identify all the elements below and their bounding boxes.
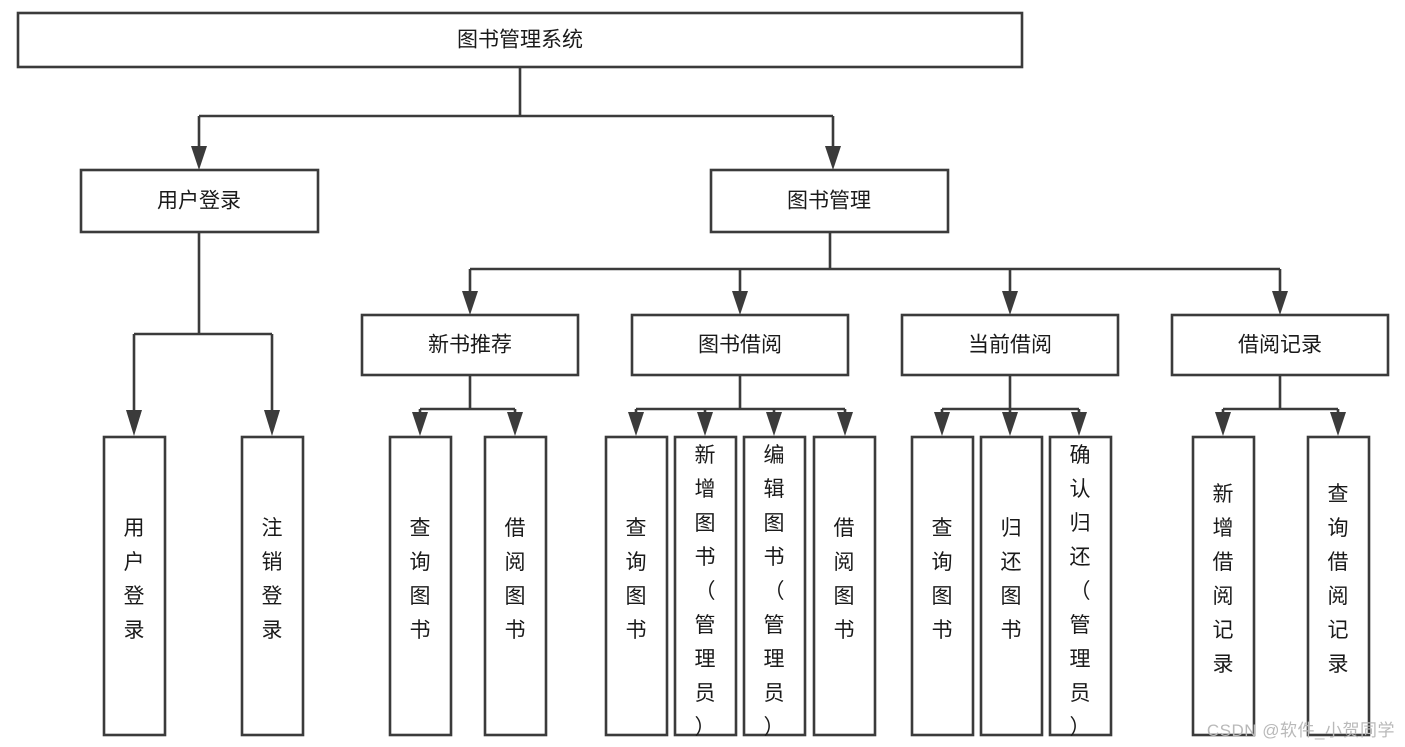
node-book-borrow-label: 图书借阅 <box>698 334 782 357</box>
arrow-head-user-login <box>191 146 207 170</box>
leaf-return-book[interactable]: 归还图书 <box>979 435 1044 737</box>
leaf-confirm-return-label: 确认归还（管理员） <box>1070 444 1091 739</box>
node-root-box[interactable] <box>16 11 1024 69</box>
leaf-borrow-book-1-box[interactable] <box>483 435 548 737</box>
leaf-confirm-return[interactable]: 确认归还（管理员） <box>1048 435 1113 739</box>
leaf-query-book-3[interactable]: 查询图书 <box>910 435 975 737</box>
node-current-borrow[interactable]: 当前借阅 <box>900 313 1120 377</box>
leaf-borrow-book-2[interactable]: 借阅图书 <box>812 435 877 737</box>
leaf-query-book-2-label: 查询图书 <box>626 517 647 642</box>
node-new-book-recommend-box[interactable] <box>360 313 580 377</box>
leaf-query-book-1[interactable]: 查询图书 <box>388 435 453 737</box>
node-user-login-box[interactable] <box>79 168 320 234</box>
arrow-head-leaf-edit-book <box>766 412 782 436</box>
leaf-edit-book[interactable]: 编辑图书（管理员） <box>742 435 807 739</box>
arrow-head-leaf-add-record <box>1215 412 1231 436</box>
leaf-query-book-1-box[interactable] <box>388 435 453 737</box>
leaf-query-record[interactable]: 查询借阅记录 <box>1306 435 1371 737</box>
node-user-login-label: 用户登录 <box>157 190 241 213</box>
leaf-query-record-box[interactable] <box>1306 435 1371 737</box>
arrow-head-leaf-return-book <box>1002 412 1018 436</box>
node-borrow-record[interactable]: 借阅记录 <box>1170 313 1390 377</box>
node-book-management-box[interactable] <box>709 168 950 234</box>
arrow-head-leaf-confirm-return <box>1071 412 1087 436</box>
arrow-head-book-management <box>825 146 841 170</box>
leaf-add-book[interactable]: 新增图书（管理员） <box>673 435 738 739</box>
node-current-borrow-box[interactable] <box>900 313 1120 377</box>
arrow-head-leaf-user-login <box>126 410 142 436</box>
arrow-head-leaf-query-book-1 <box>412 412 428 436</box>
leaf-logout-login-label: 注销登录 <box>262 517 283 642</box>
node-book-management[interactable]: 图书管理 <box>709 168 950 234</box>
leaf-add-record-label: 新增借阅记录 <box>1213 483 1234 676</box>
leaf-add-record-box[interactable] <box>1191 435 1256 737</box>
arrow-head-leaf-query-book-3 <box>934 412 950 436</box>
leaf-return-book-label: 归还图书 <box>1001 517 1022 642</box>
leaf-edit-book-label: 编辑图书（管理员） <box>764 444 785 739</box>
leaf-query-book-2-box[interactable] <box>604 435 669 737</box>
arrow-head-current-borrow <box>1002 291 1018 315</box>
arrow-head-leaf-query-record <box>1330 412 1346 436</box>
leaf-add-record[interactable]: 新增借阅记录 <box>1191 435 1256 737</box>
leaf-user-login-box[interactable] <box>102 435 167 737</box>
leaf-query-book-2[interactable]: 查询图书 <box>604 435 669 737</box>
node-root[interactable]: 图书管理系统 <box>16 11 1024 69</box>
leaf-query-book-3-label: 查询图书 <box>932 517 953 642</box>
leaf-query-book-3-box[interactable] <box>910 435 975 737</box>
node-borrow-record-box[interactable] <box>1170 313 1390 377</box>
node-new-book-recommend-label: 新书推荐 <box>428 334 512 357</box>
arrow-head-leaf-logout-login <box>264 410 280 436</box>
arrow-head-new-book-recommend <box>462 291 478 315</box>
leaf-confirm-return-box[interactable] <box>1048 435 1113 737</box>
leaf-add-book-label: 新增图书（管理员） <box>695 444 716 739</box>
leaf-logout-login-box[interactable] <box>240 435 305 737</box>
node-book-management-label: 图书管理 <box>787 190 871 213</box>
arrow-head-leaf-query-book-2 <box>628 412 644 436</box>
node-current-borrow-label: 当前借阅 <box>968 334 1052 357</box>
arrow-head-leaf-borrow-book-1 <box>507 412 523 436</box>
arrow-head-borrow-record <box>1272 291 1288 315</box>
connector-layer <box>126 67 1346 436</box>
node-new-book-recommend[interactable]: 新书推荐 <box>360 313 580 377</box>
leaf-edit-book-box[interactable] <box>742 435 807 737</box>
arrow-head-leaf-borrow-book-2 <box>837 412 853 436</box>
node-book-borrow-box[interactable] <box>630 313 850 377</box>
leaf-logout-login[interactable]: 注销登录 <box>240 435 305 737</box>
leaf-user-login-label: 用户登录 <box>124 517 145 642</box>
arrow-head-leaf-add-book <box>697 412 713 436</box>
node-root-label: 图书管理系统 <box>457 29 583 52</box>
node-book-borrow[interactable]: 图书借阅 <box>630 313 850 377</box>
leaf-query-record-label: 查询借阅记录 <box>1328 483 1349 676</box>
node-user-login[interactable]: 用户登录 <box>79 168 320 234</box>
arrow-head-book-borrow <box>732 291 748 315</box>
leaf-borrow-book-1[interactable]: 借阅图书 <box>483 435 548 737</box>
leaf-add-book-box[interactable] <box>673 435 738 737</box>
leaf-borrow-book-2-label: 借阅图书 <box>834 517 855 642</box>
leaf-borrow-book-1-label: 借阅图书 <box>505 517 526 642</box>
leaf-return-book-box[interactable] <box>979 435 1044 737</box>
leaf-query-book-1-label: 查询图书 <box>410 517 431 642</box>
node-borrow-record-label: 借阅记录 <box>1238 334 1322 357</box>
leaf-borrow-book-2-box[interactable] <box>812 435 877 737</box>
leaf-user-login[interactable]: 用户登录 <box>102 435 167 737</box>
